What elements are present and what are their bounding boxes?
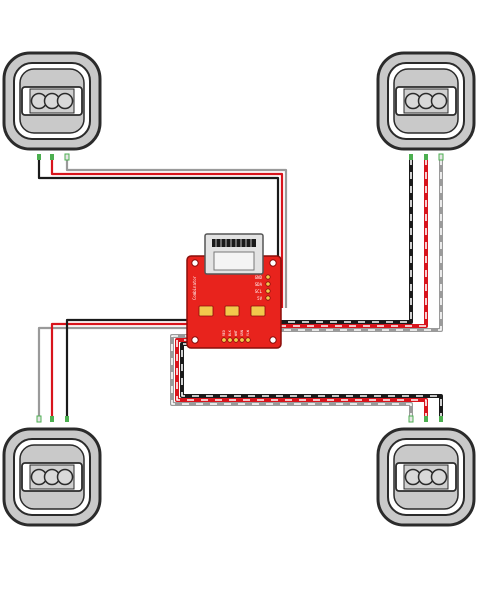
pin-label-wht: WHT [234,330,238,336]
pin-label-grn: GRN [240,330,244,336]
load-cell-top-right [376,51,476,151]
header-label-sda: SDA [255,282,263,287]
pin-label-red: RED [222,330,226,336]
load-cell-bottom-right [376,427,476,527]
pin-label-blk: BLK [228,330,232,336]
combinator-board: GND SDA SCL 5V Combinator RED BLK WHT GR… [186,233,282,349]
load-cell-bottom-left [2,427,102,527]
header-label-5v: 5V [257,296,262,301]
wire-tips [36,153,444,423]
header-label-gnd: GND [255,275,263,280]
board-side-label: Combinator [192,275,197,300]
wire-bundle-top-left [37,158,288,308]
load-cell-top-left [2,51,102,151]
header-label-scl: SCL [255,289,263,294]
pin-label-ylw: YLW [246,330,250,336]
